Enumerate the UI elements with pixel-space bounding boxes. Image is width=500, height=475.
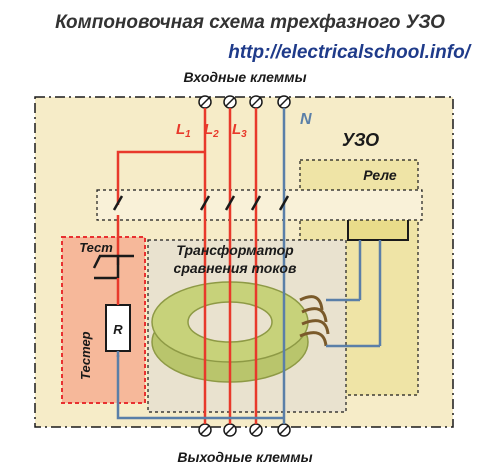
test-button-icon (92, 254, 134, 280)
neutral-label: N (300, 111, 312, 128)
phase-l2-label: L2 (204, 121, 219, 140)
output-terminals-label: Выходные клеммы (177, 449, 312, 465)
relay-label: Реле (363, 167, 397, 183)
test-label: Тест (79, 240, 113, 255)
neutral-wire (116, 108, 286, 424)
input-terminals-label: Входные клеммы (183, 69, 306, 85)
source-url: http://electricalschool.info/ (228, 42, 471, 63)
phase-l1-label: L1 (176, 121, 191, 140)
winding-leads (326, 240, 382, 348)
input-terminals (198, 95, 291, 109)
tester-area (61, 236, 146, 404)
transformer-label-1: Трансформатор (176, 242, 294, 258)
resistor-label: R (113, 322, 123, 337)
transformer-label-2: сравнения токов (174, 260, 297, 276)
diagram-title: Компоновочная схема трехфазного УЗО (55, 12, 445, 33)
phase-wires (116, 108, 258, 424)
phase-l3-label: L3 (232, 121, 247, 140)
switch-mechanism (96, 189, 423, 221)
phase-labels: L1 L2 L3 (176, 121, 247, 140)
switch-contacts (112, 195, 290, 211)
tester-label: Тестер (78, 331, 93, 380)
rcd-label: УЗО (342, 130, 379, 150)
secondary-winding (299, 295, 330, 347)
output-terminals (198, 423, 291, 437)
